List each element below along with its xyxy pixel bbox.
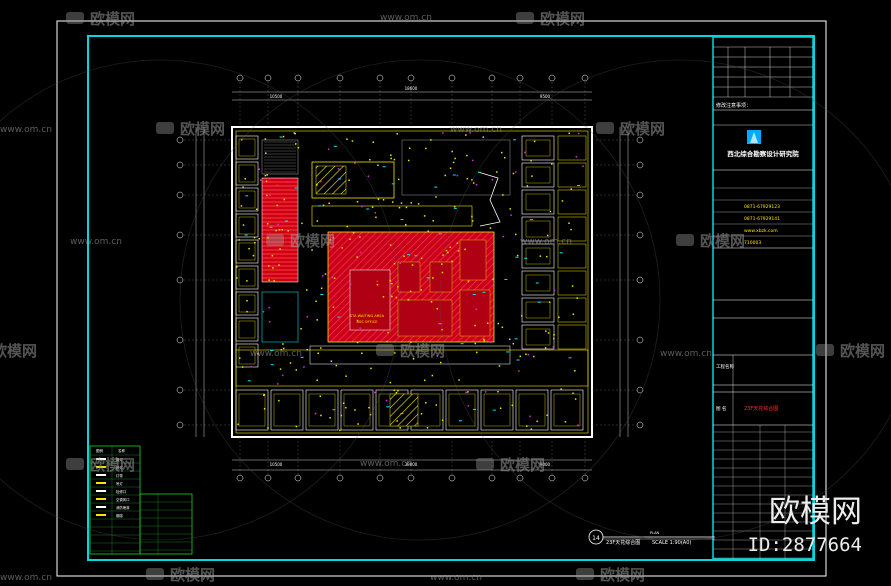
watermark-logo: 欧模网 (90, 10, 135, 28)
watermark-sofa-icon (596, 122, 614, 134)
floor-plan[interactable] (176, 74, 644, 482)
tb-code: 710003 (744, 240, 761, 246)
plan-title-bar (588, 529, 715, 545)
tb-drawing-name: 23F天花综合图 (744, 405, 778, 412)
legend-row-label: 灯带 (116, 473, 123, 478)
id-watermark: ID:2877664 (748, 534, 862, 556)
watermark-url: www.om.cn (430, 573, 482, 582)
tb-web: www.xbzk.com (744, 228, 778, 234)
watermark-sofa-icon (576, 568, 594, 580)
room-label-waiting: STA WAITING AREA (350, 314, 385, 318)
plan-scale: SCALE 1:90(A0) (652, 540, 691, 546)
watermark-sofa-icon (816, 344, 834, 356)
watermark-logo: 欧模网 (600, 566, 645, 582)
legend-header-name: 名称 (118, 448, 125, 453)
dim-bottom-right: 9000 (540, 462, 551, 467)
brand-watermark: 欧模网 (769, 494, 862, 530)
tb-remarks: 修改注意事项： (716, 102, 751, 109)
sheet-number: 14 (592, 535, 600, 542)
watermark-url: www.om.cn (250, 349, 302, 359)
dim-top-overall: 18600 (405, 86, 418, 91)
title-block (712, 36, 814, 560)
tb-company: 西北综合勘察设计研究院 (727, 149, 799, 158)
watermark-layer: 欧模网欧模网欧模网欧模网欧模网欧模网欧模网欧模网欧模网欧模网欧模网欧模网欧模网w… (0, 10, 891, 584)
watermark-logo: 欧模网 (90, 456, 135, 474)
watermark-sofa-icon (476, 458, 494, 470)
outer-border (56, 20, 827, 577)
watermark-sofa-icon (676, 234, 694, 246)
watermark-logo: 欧模网 (700, 232, 745, 250)
legend-row-label: 吊灯 (116, 481, 123, 486)
dim-top-left: 10500 (270, 94, 283, 99)
watermark-logo: 欧模网 (620, 120, 665, 138)
legend-row-label: 空调风口 (116, 497, 130, 502)
plan-title: 23F天花综合图 (606, 539, 640, 546)
watermark-url: www.om.cn (450, 125, 502, 135)
watermark-logo: 欧模网 (540, 10, 585, 28)
legend-row-label: 消防喷淋 (116, 505, 130, 510)
watermark-sofa-icon (516, 12, 534, 24)
plan-label: PLAN (650, 531, 660, 535)
watermark-url: www.om.cn (380, 13, 432, 23)
watermark-sofa-icon (146, 568, 164, 580)
watermark-url: www.om.cn (660, 349, 712, 359)
watermark-sofa-icon (66, 458, 84, 470)
watermark-logo: 欧模网 (170, 566, 215, 582)
room-label-office: ASS OFFICE (357, 320, 379, 324)
watermark-logo: 欧模网 (0, 342, 37, 360)
watermark-sofa-icon (376, 344, 394, 356)
inner-frame (87, 35, 815, 561)
watermark-url: www.om.cn (70, 237, 122, 247)
watermark-url: www.om.cn (360, 459, 412, 469)
watermark-sofa-icon (156, 122, 174, 134)
watermark-url: www.om.cn (0, 573, 52, 582)
tb-drawing-label: 图 名 (716, 405, 726, 412)
watermark-logo: 欧模网 (180, 120, 225, 138)
legend-row-label: 烟感 (116, 513, 123, 518)
watermark-sofa-icon (266, 234, 284, 246)
legend-table (89, 445, 193, 555)
legend-row-label: 检修口 (116, 489, 126, 494)
tb-project-label: 工程名称 (716, 363, 734, 370)
dim-top-right: 9500 (540, 94, 551, 99)
dim-bottom-overall: 39000 (405, 462, 418, 467)
watermark-url: www.om.cn (520, 237, 572, 247)
watermark-url: www.om.cn (0, 125, 52, 135)
watermark-sofa-icon (66, 12, 84, 24)
legend-row-label: 射灯 (116, 465, 123, 470)
dim-bottom-left: 10500 (270, 462, 283, 467)
watermark-logo: 欧模网 (290, 232, 335, 250)
watermark-logo: 欧模网 (840, 342, 885, 360)
tb-phone-1: 0871-67929123 (744, 204, 780, 210)
watermark-logo: 欧模网 (500, 456, 545, 474)
tb-phone-2: 0871-67929141 (744, 216, 780, 222)
watermark-logo: 欧模网 (400, 342, 445, 360)
legend-header-symbol: 图例 (96, 448, 103, 453)
legend-row-label: 筒灯 (116, 457, 123, 462)
